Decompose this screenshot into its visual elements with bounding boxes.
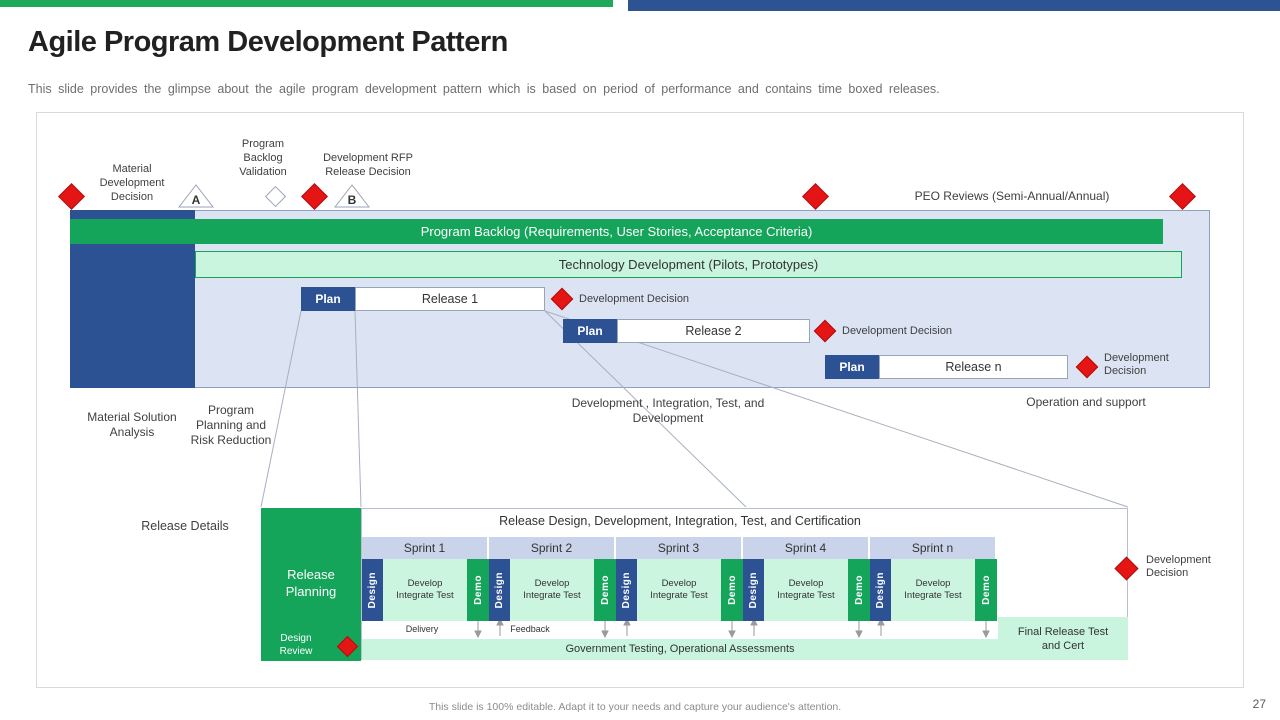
- release-design-header: Release Design, Development, Integration…: [499, 514, 861, 528]
- technology-development-bar: Technology Development (Pilots, Prototyp…: [195, 251, 1182, 278]
- milestone-label-material-development-decision: Material Development Decision: [99, 163, 165, 203]
- sprint-1-header: Sprint 1: [362, 537, 487, 559]
- phase-label-program-planning: Program Planning and Risk Reduction: [190, 403, 272, 447]
- design-column: Design: [362, 559, 383, 621]
- design-column: Design: [870, 559, 891, 621]
- development-decision-label: Development Decision: [1146, 554, 1211, 579]
- government-testing-bar: Government Testing, Operational Assessme…: [362, 639, 998, 660]
- sprint-2-header: Sprint 2: [489, 537, 614, 559]
- develop-integrate-test-cell: Develop Integrate Test: [383, 559, 467, 621]
- release-n-bar: Release n: [879, 355, 1068, 379]
- triangle-b-marker: B: [333, 184, 371, 208]
- milestone-label-program-backlog-validation: Program Backlog Validation: [239, 138, 287, 178]
- peo-reviews-label: PEO Reviews (Semi-Annual/Annual): [914, 189, 1110, 203]
- demo-column: Demo: [594, 559, 616, 621]
- design-column: Design: [616, 559, 637, 621]
- release-planning-label: Release Planning: [285, 567, 337, 599]
- design-column: Design: [489, 559, 510, 621]
- develop-integrate-test-cell: Develop Integrate Test: [764, 559, 848, 621]
- program-backlog-bar: Program Backlog (Requirements, User Stor…: [70, 219, 1163, 244]
- develop-integrate-test-cell: Develop Integrate Test: [510, 559, 594, 621]
- milestone-label-development-rfp: Development RFP Release Decision: [323, 152, 413, 178]
- footer-note: This slide is 100% editable. Adapt it to…: [428, 701, 842, 713]
- slide-subtitle: This slide provides the glimpse about th…: [28, 82, 940, 96]
- triangle-b-label: B: [348, 193, 357, 207]
- sprint-n-header: Sprint n: [870, 537, 995, 559]
- design-review-label: Design Review: [279, 633, 313, 657]
- top-accent-blue-bar: [628, 0, 1280, 11]
- development-decision-label: Development Decision: [579, 293, 690, 305]
- develop-integrate-test-cell: Develop Integrate Test: [637, 559, 721, 621]
- demo-column: Demo: [848, 559, 870, 621]
- delivery-label: Delivery: [405, 624, 439, 634]
- phase-label-development-integration: Development , Integration, Test, and Dev…: [571, 396, 765, 425]
- release-planning-box: Release Planning: [261, 508, 361, 661]
- sprint-3-header: Sprint 3: [616, 537, 741, 559]
- top-accent-green-bar: [0, 0, 613, 7]
- phase-label-operation-support: Operation and support: [1026, 395, 1146, 409]
- triangle-a-label: A: [192, 193, 201, 207]
- development-decision-label: Development Decision: [1104, 352, 1169, 377]
- sprint-4-header: Sprint 4: [743, 537, 868, 559]
- release-details-label: Release Details: [141, 519, 229, 533]
- release-1-bar: Release 1: [355, 287, 545, 311]
- release-2-bar: Release 2: [617, 319, 810, 343]
- final-release-box: Final Release Test and Cert: [998, 617, 1128, 660]
- demo-column: Demo: [467, 559, 489, 621]
- demo-column: Demo: [975, 559, 997, 621]
- develop-integrate-test-cell: Develop Integrate Test: [891, 559, 975, 621]
- feedback-label: Feedback: [510, 624, 550, 634]
- triangle-a-marker: A: [177, 184, 215, 208]
- page-number: 27: [1252, 697, 1266, 711]
- plan-box-release-2: Plan: [563, 319, 617, 343]
- page-title: Agile Program Development Pattern: [28, 26, 508, 58]
- phase-label-material-solution-analysis: Material Solution Analysis: [87, 410, 177, 439]
- design-column: Design: [743, 559, 764, 621]
- demo-column: Demo: [721, 559, 743, 621]
- development-decision-label: Development Decision: [842, 325, 953, 337]
- plan-box-release-n: Plan: [825, 355, 879, 379]
- plan-box-release-1: Plan: [301, 287, 355, 311]
